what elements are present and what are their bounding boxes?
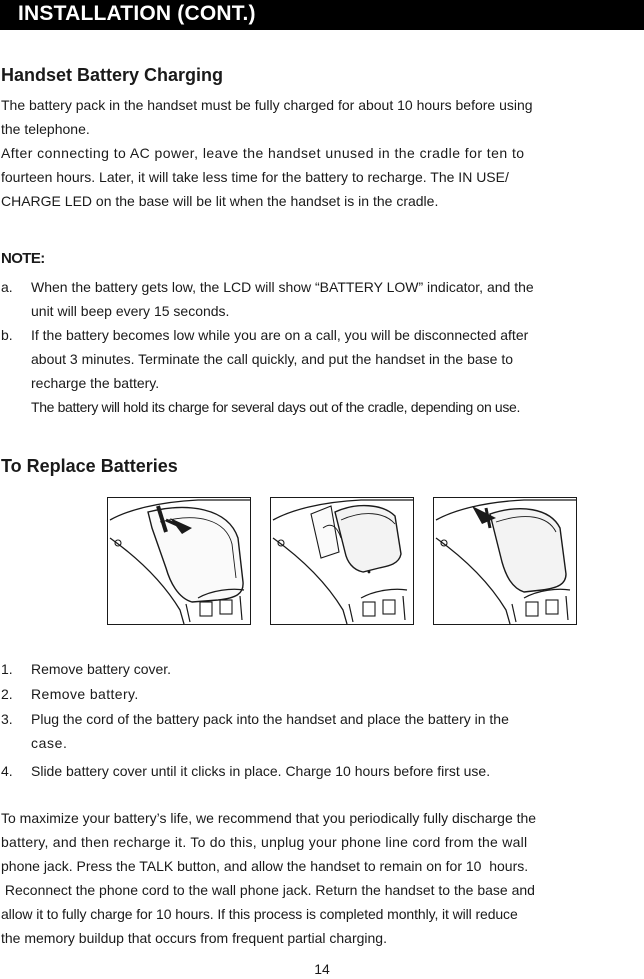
text-line: about 3 minutes. Terminate the call quic… bbox=[31, 351, 514, 367]
text-line: The battery pack in the handset must be … bbox=[1, 97, 533, 113]
text-line: Remove battery cover. bbox=[31, 661, 172, 677]
charging-paragraph: The battery pack in the handset must be … bbox=[1, 93, 643, 213]
step-marker: 3. bbox=[1, 711, 13, 727]
step-marker: 4. bbox=[1, 763, 13, 779]
text-line: allow it to fully charge for 10 hours. I… bbox=[1, 906, 518, 922]
handset-battery-cover-removal-illustration bbox=[107, 497, 251, 625]
text-line: Plug the cord of the battery pack into t… bbox=[31, 711, 509, 727]
text-line: battery, and then recharge it. To do thi… bbox=[1, 834, 528, 850]
step-marker: 1. bbox=[1, 661, 13, 677]
note-marker: a. bbox=[1, 279, 13, 295]
text-line: Remove battery. bbox=[31, 686, 139, 702]
text-line: phone jack. Press the TALK button, and a… bbox=[1, 858, 529, 874]
text-line: Reconnect the phone cord to the wall pho… bbox=[1, 882, 535, 898]
text-line: If the battery becomes low while you are… bbox=[31, 327, 529, 343]
text-line: The battery will hold its charge for sev… bbox=[31, 399, 520, 415]
text-line: the memory buildup that occurs from freq… bbox=[1, 930, 387, 946]
text-line: When the battery gets low, the LCD will … bbox=[31, 279, 534, 295]
note-marker: b. bbox=[1, 327, 13, 343]
text-line: the telephone. bbox=[1, 121, 90, 137]
text-line: To maximize your battery’s life, we reco… bbox=[1, 810, 537, 826]
text-line: recharge the battery. bbox=[31, 375, 160, 391]
page-number: 14 bbox=[314, 961, 330, 977]
note-heading: NOTE: bbox=[1, 250, 45, 267]
text-line: unit will beep every 15 seconds. bbox=[31, 303, 230, 319]
text-line: CHARGE LED on the base will be lit when … bbox=[1, 193, 439, 209]
text-line: After connecting to AC power, leave the … bbox=[1, 145, 525, 161]
text-line: Slide battery cover until it clicks in p… bbox=[31, 763, 491, 779]
step-marker: 2. bbox=[1, 686, 13, 702]
heading-replace-batteries: To Replace Batteries bbox=[1, 456, 178, 476]
handset-battery-removal-illustration bbox=[270, 497, 414, 625]
maximize-paragraph: To maximize your battery’s life, we reco… bbox=[1, 806, 643, 950]
heading-battery-charging: Handset Battery Charging bbox=[1, 65, 224, 85]
section-header-bar: INSTALLATION (CONT.) bbox=[0, 0, 644, 30]
text-line: fourteen hours. Later, it will take less… bbox=[1, 169, 509, 185]
text-line: case. bbox=[31, 735, 68, 751]
section-title: INSTALLATION (CONT.) bbox=[18, 2, 256, 25]
handset-battery-cover-replace-illustration bbox=[433, 497, 577, 625]
